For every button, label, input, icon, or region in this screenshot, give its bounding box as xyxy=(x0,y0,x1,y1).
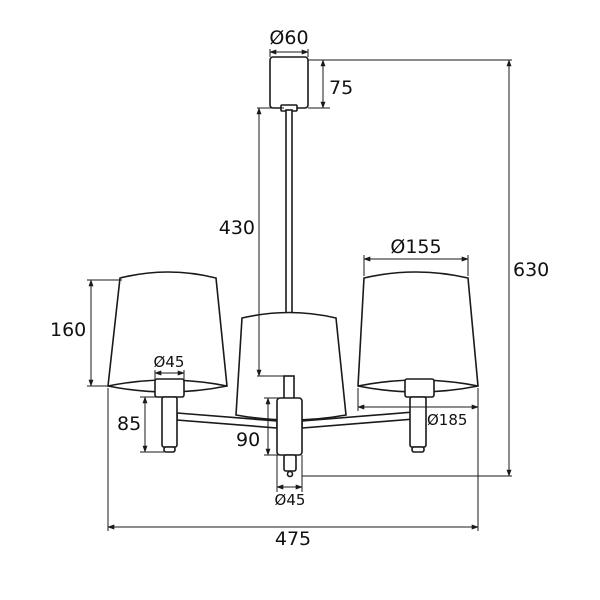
hub-finial xyxy=(283,454,297,472)
dimension-labels: Ø60 75 630 430 Ø155 160 Ø45 85 Ø185 90 Ø… xyxy=(50,27,549,550)
total-height-label: 630 xyxy=(513,259,549,281)
hub-height-label: 90 xyxy=(236,429,260,451)
right-socket xyxy=(409,396,427,448)
lamp-body xyxy=(107,56,479,478)
right-socket-cap xyxy=(411,446,425,453)
center-shade xyxy=(235,311,347,421)
hub-diameter-label: Ø45 xyxy=(275,491,306,509)
hub-upper-collar xyxy=(283,375,295,401)
shade-height-label: 160 xyxy=(50,319,86,341)
left-shade xyxy=(107,271,228,393)
right-shade xyxy=(357,271,479,393)
socket-height-label: 85 xyxy=(117,413,141,435)
shade-bottom-diameter-label: Ø185 xyxy=(427,411,467,429)
dimension-lines xyxy=(87,49,512,531)
hub-finial-tip xyxy=(286,470,294,478)
canopy-diameter-label: Ø60 xyxy=(269,27,308,49)
ceiling-canopy xyxy=(269,56,309,109)
central-hub xyxy=(276,397,303,456)
holder-diameter-label: Ø45 xyxy=(154,353,185,371)
left-socket-ring xyxy=(154,378,185,398)
total-width-label: 475 xyxy=(275,528,311,550)
rod-length-label: 430 xyxy=(219,217,255,239)
right-socket-ring xyxy=(404,378,435,398)
shade-top-diameter-label: Ø155 xyxy=(390,236,441,258)
left-socket-cap xyxy=(163,446,176,453)
left-socket xyxy=(161,396,178,448)
canopy-height-label: 75 xyxy=(329,77,353,99)
